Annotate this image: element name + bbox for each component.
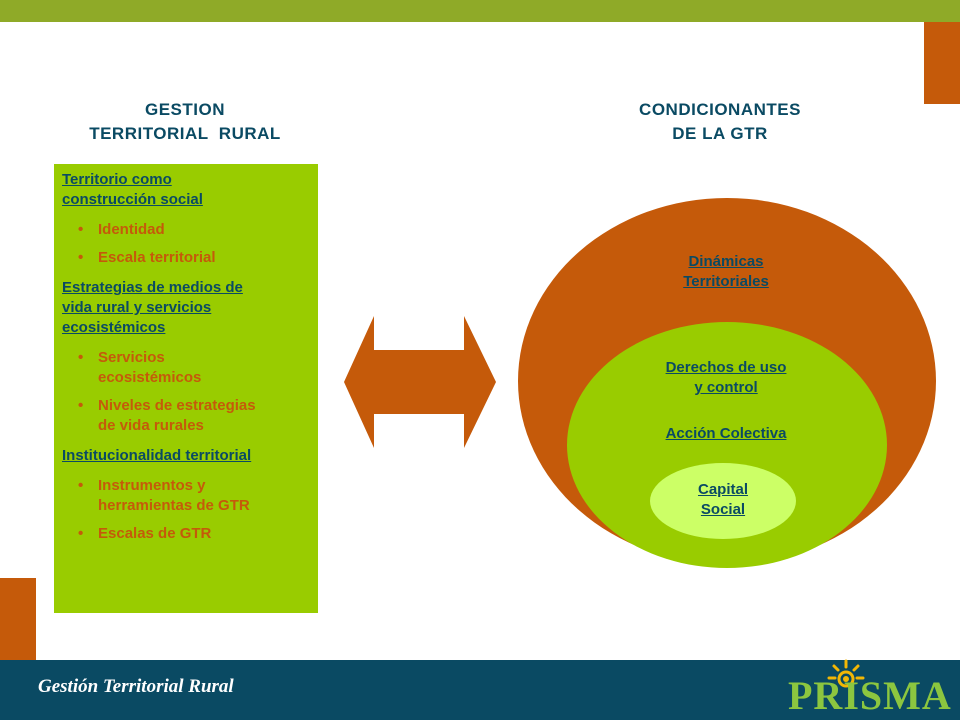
label-dinamicas-territoriales: Dinámicas Territoriales bbox=[626, 252, 826, 292]
bullet-item: Escalas de GTR bbox=[62, 524, 310, 544]
label-line: y control bbox=[694, 379, 758, 396]
bullet-item: Identidad bbox=[62, 220, 310, 240]
label-line: Territoriales bbox=[683, 273, 769, 290]
top-right-accent-block bbox=[924, 22, 960, 104]
right-heading: CONDICIONANTES DE LA GTR bbox=[590, 98, 850, 146]
bullet-item: Instrumentos y herramientas de GTR bbox=[62, 476, 310, 516]
bullet-item: Escala territorial bbox=[62, 248, 310, 268]
bullet-list-estrategias: Servicios ecosistémicos Niveles de estra… bbox=[62, 348, 310, 436]
section-title-line: Estrategias de medios de bbox=[62, 279, 243, 296]
label-line: Capital bbox=[697, 481, 748, 498]
bullet-list-institucionalidad: Instrumentos y herramientas de GTR Escal… bbox=[62, 476, 310, 544]
left-heading-line-1: GESTION bbox=[144, 100, 225, 119]
bullet-list-territorio: Identidad Escala territorial bbox=[62, 220, 310, 268]
bullet-text: Instrumentos y bbox=[98, 477, 206, 494]
bullet-text: Niveles de estrategias bbox=[98, 397, 256, 414]
label-line: Derechos de uso bbox=[665, 359, 787, 376]
left-heading-line-2: TERRITORIAL RURAL bbox=[89, 124, 281, 143]
bullet-item: Niveles de estrategias de vida rurales bbox=[62, 396, 310, 436]
bullet-text: ecosistémicos bbox=[98, 369, 202, 386]
bullet-text: Servicios bbox=[98, 349, 165, 366]
arrow-shape bbox=[344, 316, 496, 448]
sun-icon bbox=[827, 659, 865, 688]
section-title-estrategias: Estrategias de medios de vida rural y se… bbox=[62, 278, 310, 338]
label-capital-social: Capital Social bbox=[650, 480, 796, 520]
prisma-logo: PRISMA bbox=[788, 673, 952, 718]
section-title-line: construcción social bbox=[62, 191, 203, 208]
label-line: Acción Colectiva bbox=[665, 425, 787, 442]
bullet-text: Escala territorial bbox=[98, 249, 216, 266]
gtr-components-box: Territorio como construcción social Iden… bbox=[54, 164, 318, 613]
section-title-territorio: Territorio como construcción social bbox=[62, 170, 310, 210]
section-title-line: Institucionalidad territorial bbox=[62, 447, 252, 464]
footer-bar bbox=[0, 660, 960, 720]
section-title-line: Territorio como bbox=[62, 171, 172, 188]
bullet-text: de vida rurales bbox=[98, 417, 204, 434]
footer-title: Gestión Territorial Rural bbox=[38, 676, 234, 697]
section-title-line: vida rural y servicios bbox=[62, 299, 212, 316]
inner-circle-capital bbox=[650, 463, 796, 539]
label-line: Social bbox=[700, 501, 746, 518]
section-title-institucionalidad: Institucionalidad territorial bbox=[62, 446, 310, 466]
bullet-text: Identidad bbox=[98, 221, 165, 238]
bullet-text: herramientas de GTR bbox=[98, 497, 250, 514]
label-derechos-uso: Derechos de uso y control bbox=[626, 358, 826, 398]
section-title-line: ecosistémicos bbox=[62, 319, 166, 336]
right-heading-line-2: DE LA GTR bbox=[672, 124, 768, 143]
right-heading-line-1: CONDICIONANTES bbox=[639, 100, 801, 119]
left-heading: GESTION TERRITORIAL RURAL bbox=[40, 98, 330, 146]
bullet-item: Servicios ecosistémicos bbox=[62, 348, 310, 388]
bottom-left-accent-block bbox=[0, 578, 36, 660]
double-headed-arrow-icon bbox=[344, 316, 496, 448]
bullet-text: Escalas de GTR bbox=[98, 525, 212, 542]
label-line: Dinámicas bbox=[688, 253, 764, 270]
top-accent-bar bbox=[0, 0, 960, 22]
label-accion-colectiva: Acción Colectiva bbox=[626, 424, 826, 444]
